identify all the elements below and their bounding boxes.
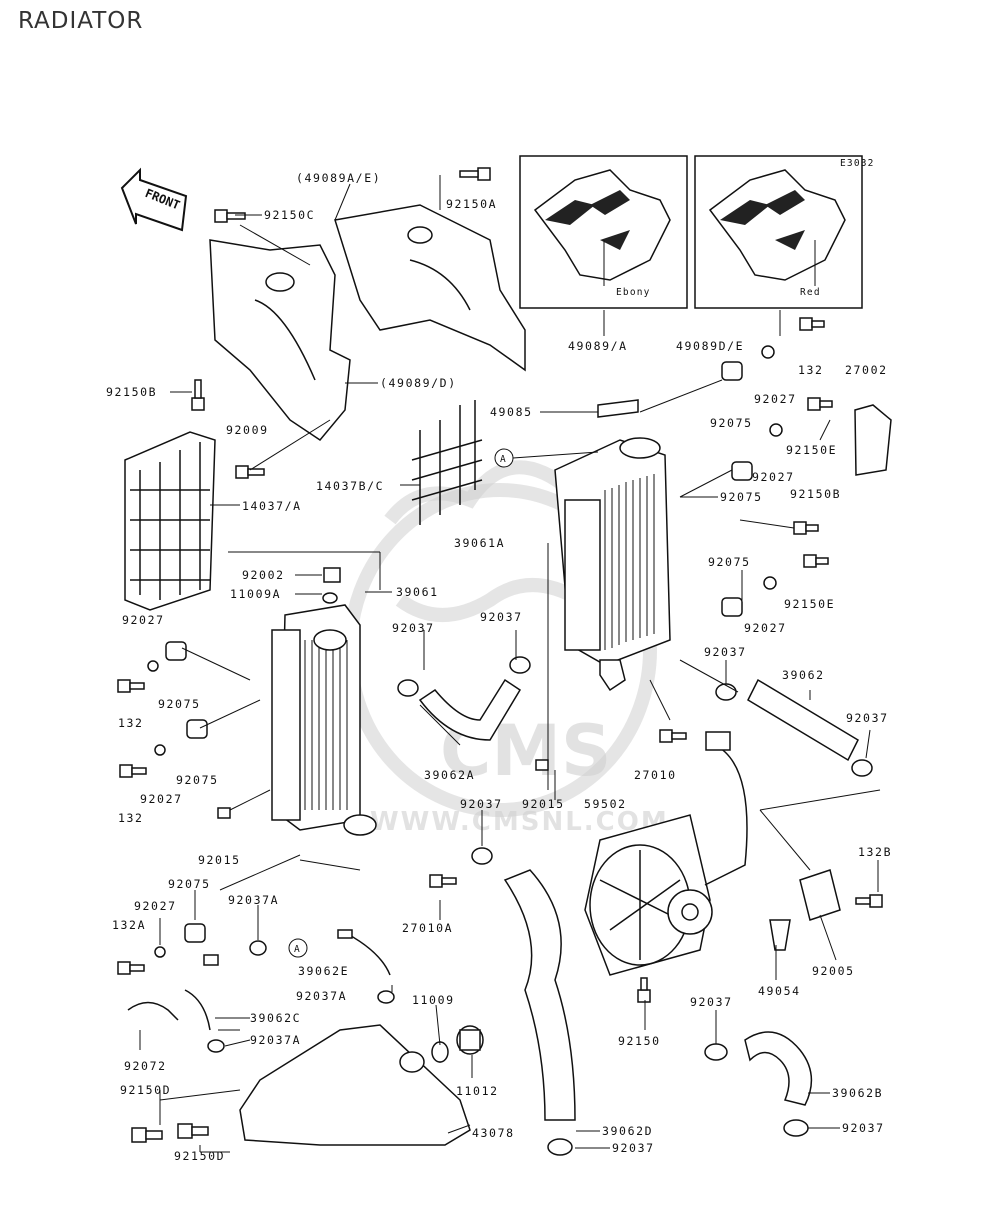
part-label: 92150E	[784, 597, 835, 611]
part-label: 132	[118, 716, 144, 730]
part-label: 92015	[198, 853, 241, 867]
part-label: 92027	[754, 392, 797, 406]
part-label: 39061	[396, 585, 439, 599]
variant-label-red: Red	[800, 287, 821, 298]
part-label: 27002	[845, 363, 888, 377]
leader-lines	[139, 175, 881, 1153]
part-label: 92002	[242, 568, 285, 582]
callout-a-1: A	[494, 448, 514, 468]
part-label: 92150D	[174, 1149, 225, 1163]
part-label: 92150B	[790, 487, 841, 501]
part-label: 92150	[618, 1034, 661, 1048]
part-label: 92075	[710, 416, 753, 430]
part-label: 92037	[392, 621, 435, 635]
variant-label-ebony: Ebony	[616, 287, 651, 298]
part-label: 92037	[842, 1121, 885, 1135]
part-label: 49054	[758, 984, 801, 998]
part-label: 92027	[122, 613, 165, 627]
part-label: 39062D	[602, 1124, 653, 1138]
hose-39062b	[744, 1031, 813, 1106]
part-label: 92027	[134, 899, 177, 913]
part-label: (49089A/E)	[296, 171, 381, 185]
part-label: 59502	[584, 797, 627, 811]
part-label: 92037A	[250, 1033, 301, 1047]
part-label: 11012	[456, 1084, 499, 1098]
hardware	[117, 167, 892, 1156]
part-label: 92075	[158, 697, 201, 711]
part-label: 92037A	[228, 893, 279, 907]
part-label: 43078	[472, 1126, 515, 1140]
part-label: 92037	[460, 797, 503, 811]
part-label: 39062E	[298, 964, 349, 978]
part-label: 92075	[168, 877, 211, 891]
part-label: 92150C	[264, 208, 315, 222]
hose-39062c	[184, 989, 211, 1031]
part-label: 92075	[720, 490, 763, 504]
hose-39062d	[503, 869, 576, 1121]
cooling-fan	[584, 731, 748, 976]
hose-39062a	[418, 678, 522, 741]
callout-a-label: A	[500, 454, 507, 465]
part-label: 92150B	[106, 385, 157, 399]
part-label: 49089/A	[568, 339, 628, 353]
variant-box-red: Red	[694, 155, 863, 309]
part-label: 92037	[690, 995, 733, 1009]
diagram-code: E3032	[840, 158, 875, 169]
radiator-shroud-upper	[334, 204, 526, 372]
radiator-guard-left	[124, 431, 216, 611]
part-label: 92027	[744, 621, 787, 635]
part-label: 27010	[634, 768, 677, 782]
callout-a-2: A	[288, 938, 308, 958]
part-label: 92015	[522, 797, 565, 811]
part-label: 92037	[480, 610, 523, 624]
part-label: 14037/A	[242, 499, 302, 513]
part-label: 132	[798, 363, 824, 377]
part-label: 49085	[490, 405, 533, 419]
part-label: 132B	[858, 845, 892, 859]
part-label: 92027	[140, 792, 183, 806]
part-label: 92150A	[446, 197, 497, 211]
part-label: 92037	[704, 645, 747, 659]
part-label: 92072	[124, 1059, 167, 1073]
part-labels: 92150C (49089A/E) 92150A 49089/A 49089D/…	[106, 171, 892, 1163]
part-label: 39062A	[424, 768, 475, 782]
part-label: 92037	[846, 711, 889, 725]
part-label: 39062B	[832, 1086, 883, 1100]
part-label: 39062C	[250, 1011, 301, 1025]
part-label: 39061A	[454, 536, 505, 550]
part-label: 49089D/E	[676, 339, 744, 353]
radiator-right	[554, 437, 671, 692]
part-label: (49089/D)	[380, 376, 457, 390]
part-label: 39062	[782, 668, 825, 682]
part-label: 92037A	[296, 989, 347, 1003]
page-title: RADIATOR	[18, 8, 144, 34]
variant-box-ebony: Ebony	[519, 155, 688, 309]
part-label: 14037B/C	[316, 479, 384, 493]
part-label: 92075	[708, 555, 751, 569]
part-label: 11009	[412, 993, 455, 1007]
part-label: 11009A	[230, 587, 281, 601]
part-label: 27010A	[402, 921, 453, 935]
callout-a-label: A	[294, 944, 301, 955]
part-label: 92027	[752, 470, 795, 484]
radiator-left	[271, 604, 377, 836]
part-label: 92009	[226, 423, 269, 437]
part-label: 132A	[112, 918, 146, 932]
radiator-shroud-left	[209, 239, 351, 441]
front-arrow-icon: FRONT	[120, 167, 188, 232]
part-label: 92037	[612, 1141, 655, 1155]
part-label: 92005	[812, 964, 855, 978]
watermark-site: WWW.CMSNL.COM	[370, 807, 669, 837]
part-label: 132	[118, 811, 144, 825]
hose-39062	[747, 678, 859, 762]
radiator-guard-fins	[411, 400, 483, 525]
part-label: 92150D	[120, 1083, 171, 1097]
part-label: 92150E	[786, 443, 837, 457]
part-label: 92075	[176, 773, 219, 787]
